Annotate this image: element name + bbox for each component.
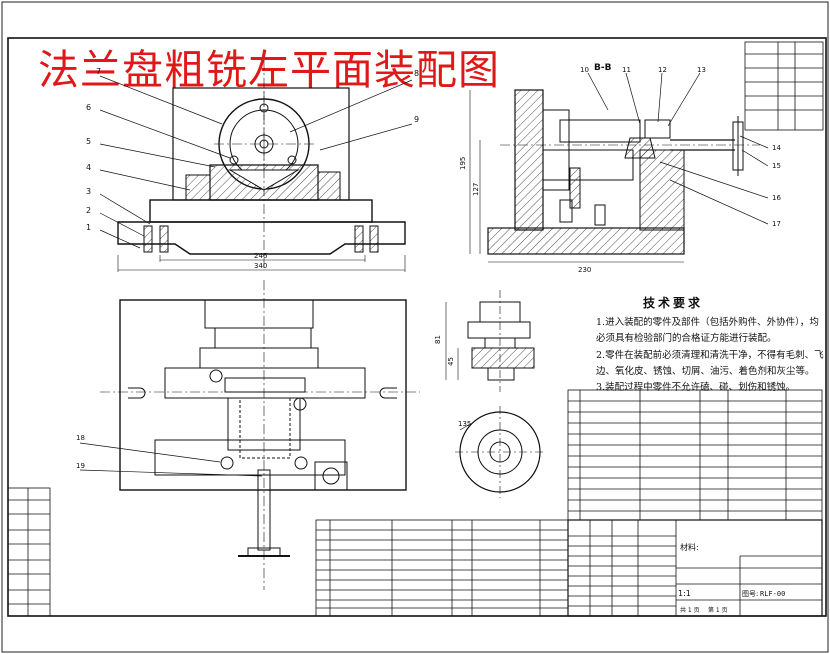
leader-13: 13 xyxy=(697,66,706,74)
leader-7: 7 xyxy=(96,67,101,76)
drawing-title: 法兰盘粗铣左平面装配图 xyxy=(38,46,500,94)
side-section-view xyxy=(469,72,769,263)
leader-8: 8 xyxy=(414,69,419,78)
leader-1: 1 xyxy=(86,223,91,232)
leader-10: 10 xyxy=(580,66,589,74)
dim-127: 127 xyxy=(472,183,480,196)
leader-2: 2 xyxy=(86,206,91,215)
parts-list-right xyxy=(567,389,823,521)
title-block xyxy=(567,519,823,617)
front-view xyxy=(99,60,413,272)
top-view xyxy=(79,280,420,590)
leader-15: 15 xyxy=(772,162,781,170)
left-margin-table xyxy=(7,487,51,617)
part-detail-views xyxy=(445,290,545,498)
title-block-material: 材料: xyxy=(680,542,699,552)
leader-14: 14 xyxy=(772,144,781,152)
tech-requirement-line-5: 3.装配过程中零件不允许磕、碰、划伤和锈蚀。 xyxy=(596,382,796,393)
dim-246: 246 xyxy=(254,252,268,260)
dim-230: 230 xyxy=(578,266,591,274)
dim-195: 195 xyxy=(459,157,467,170)
leader-5: 5 xyxy=(86,137,91,146)
top-right-table xyxy=(744,41,824,131)
leader-6: 6 xyxy=(86,103,91,112)
title-block-drawing-no-label: 图号: xyxy=(742,590,758,598)
tech-requirements-title: 技术要求 xyxy=(643,296,704,310)
leader-19: 19 xyxy=(76,462,85,470)
leader-18: 18 xyxy=(76,434,85,442)
title-block-drawing-no: RLF-00 xyxy=(760,590,785,598)
leader-16: 16 xyxy=(772,194,781,202)
leader-12: 12 xyxy=(658,66,667,74)
parts-list-bottom xyxy=(315,519,569,617)
leader-11: 11 xyxy=(622,66,631,74)
dim-340: 340 xyxy=(254,262,267,270)
dim-135: 135 xyxy=(458,420,471,428)
tech-requirement-line-2: 必须具有检验部门的合格证方能进行装配。 xyxy=(596,333,777,344)
tech-requirement-line-1: 1.进入装配的零件及部件（包括外购件、外协件），均 xyxy=(596,317,819,328)
dim-81: 81 xyxy=(434,335,442,344)
leader-17: 17 xyxy=(772,220,781,228)
title-block-scale: 1:1 xyxy=(678,589,691,598)
dim-45: 45 xyxy=(447,357,455,366)
section-label: B-B xyxy=(594,63,612,73)
leader-4: 4 xyxy=(86,163,91,172)
title-block-sheet-of: 第 1 页 xyxy=(708,606,728,614)
leader-9: 9 xyxy=(414,115,419,124)
drawing-frame xyxy=(7,37,827,617)
leader-3: 3 xyxy=(86,187,91,196)
tech-requirement-line-3: 2.零件在装配前必须清理和清洗干净，不得有毛刺、飞 xyxy=(596,350,824,361)
title-block-sheet: 共 1 页 xyxy=(680,606,700,614)
tech-requirement-line-4: 边、氧化皮、锈蚀、切屑、油污、着色剂和灰尘等。 xyxy=(596,366,815,377)
